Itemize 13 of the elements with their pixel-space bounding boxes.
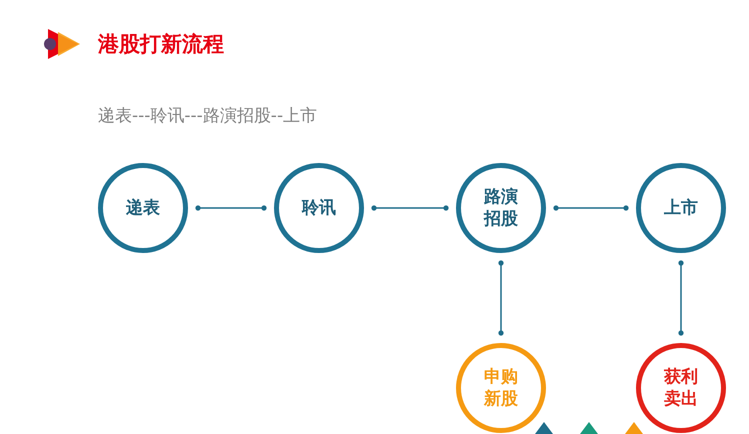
connector-line xyxy=(371,205,449,211)
step-label: 获利卖出 xyxy=(663,366,699,410)
connector-line xyxy=(553,205,629,211)
title: 港股打新流程 xyxy=(98,31,224,58)
step-label: 递表 xyxy=(125,197,161,219)
subtitle: 递表---聆讯---路演招股--上市 xyxy=(98,105,318,127)
connector-line xyxy=(678,260,684,336)
step-label: 聆讯 xyxy=(300,197,337,219)
connector-line xyxy=(498,260,504,336)
step-label: 申购新股 xyxy=(482,366,519,410)
step-label: 上市 xyxy=(663,197,699,219)
connector-line xyxy=(195,205,267,211)
step-label: 路演招股 xyxy=(482,186,519,230)
